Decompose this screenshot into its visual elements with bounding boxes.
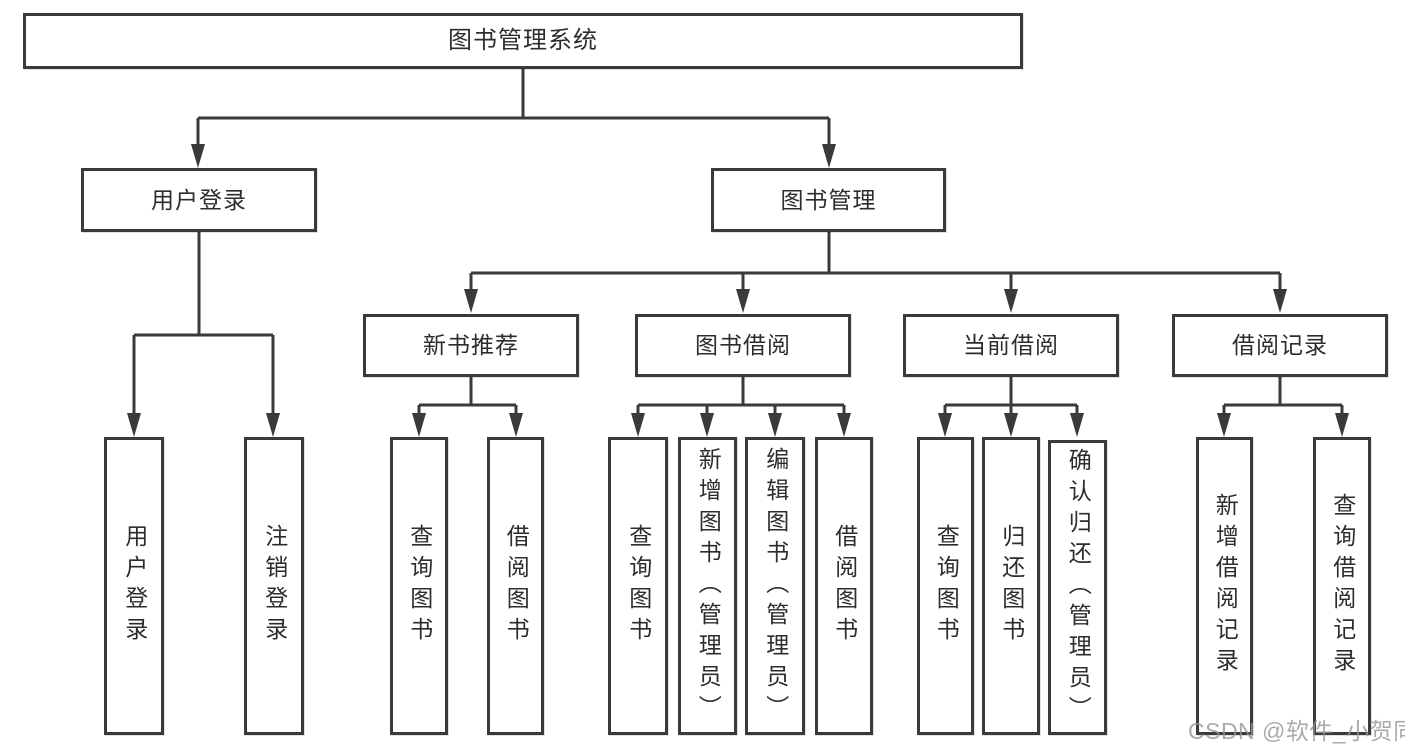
- leaf-query-books-current-label: 查询图书: [933, 524, 960, 648]
- leaf-query-borrow-record-label: 查询借阅记录: [1329, 493, 1356, 679]
- leaf-add-borrow-record: 新增借阅记录: [1196, 437, 1253, 735]
- node-current-borrow: 当前借阅: [903, 314, 1119, 377]
- connector-user-login-children: [127, 232, 280, 437]
- leaf-add-borrow-record-label: 新增借阅记录: [1212, 493, 1239, 679]
- connector-book-management-to-level3: [464, 232, 1287, 313]
- node-book-borrow: 图书借阅: [635, 314, 851, 377]
- connector-root-to-level2: [191, 69, 836, 168]
- leaf-add-book-admin: 新增图书（管理员）: [678, 437, 737, 735]
- node-new-book-recommend-label: 新书推荐: [423, 332, 519, 358]
- leaf-edit-book-admin: 编辑图书（管理员）: [745, 437, 805, 735]
- leaf-query-books-borrow: 查询图书: [608, 437, 668, 735]
- leaf-confirm-return-admin-label: 确认归还（管理员）: [1065, 448, 1092, 727]
- connector-book-borrow-children: [631, 377, 851, 437]
- leaf-edit-book-admin-label: 编辑图书（管理员）: [762, 446, 789, 726]
- leaf-return-book: 归还图书: [982, 437, 1040, 735]
- leaf-query-books-recommend: 查询图书: [390, 437, 448, 735]
- leaf-borrow-books-recommend: 借阅图书: [487, 437, 544, 735]
- node-borrow-records: 借阅记录: [1172, 314, 1388, 377]
- node-book-management: 图书管理: [711, 168, 946, 232]
- node-book-management-label: 图书管理: [780, 186, 877, 213]
- leaf-confirm-return-admin: 确认归还（管理员）: [1048, 440, 1107, 735]
- leaf-query-books-recommend-label: 查询图书: [406, 524, 433, 648]
- node-current-borrow-label: 当前借阅: [963, 332, 1059, 358]
- connector-current-borrow-children: [938, 377, 1084, 437]
- connector-new-book-recommend-children: [412, 377, 523, 437]
- leaf-user-login-label: 用户登录: [121, 524, 148, 648]
- leaf-logout: 注销登录: [244, 437, 304, 735]
- leaf-user-login: 用户登录: [104, 437, 164, 735]
- leaf-query-borrow-record: 查询借阅记录: [1313, 437, 1371, 735]
- leaf-logout-label: 注销登录: [261, 524, 288, 648]
- node-user-login: 用户登录: [81, 168, 317, 232]
- node-user-login-label: 用户登录: [151, 186, 247, 213]
- node-root: 图书管理系统: [23, 13, 1023, 69]
- node-book-borrow-label: 图书借阅: [695, 332, 791, 358]
- leaf-return-book-label: 归还图书: [998, 524, 1025, 648]
- leaf-borrow-books-recommend-label: 借阅图书: [503, 524, 530, 648]
- leaf-borrow-books-borrow: 借阅图书: [815, 437, 873, 735]
- connector-borrow-records-children: [1217, 377, 1349, 437]
- leaf-query-books-borrow-label: 查询图书: [625, 524, 652, 648]
- leaf-borrow-books-borrow-label: 借阅图书: [831, 524, 858, 648]
- leaf-add-book-admin-label: 新增图书（管理员）: [695, 446, 722, 726]
- node-root-label: 图书管理系统: [448, 27, 598, 54]
- csdn-watermark: CSDN @软件_小贺同学: [1188, 718, 1405, 744]
- node-new-book-recommend: 新书推荐: [363, 314, 579, 377]
- node-borrow-records-label: 借阅记录: [1232, 332, 1328, 358]
- leaf-query-books-current: 查询图书: [917, 437, 974, 735]
